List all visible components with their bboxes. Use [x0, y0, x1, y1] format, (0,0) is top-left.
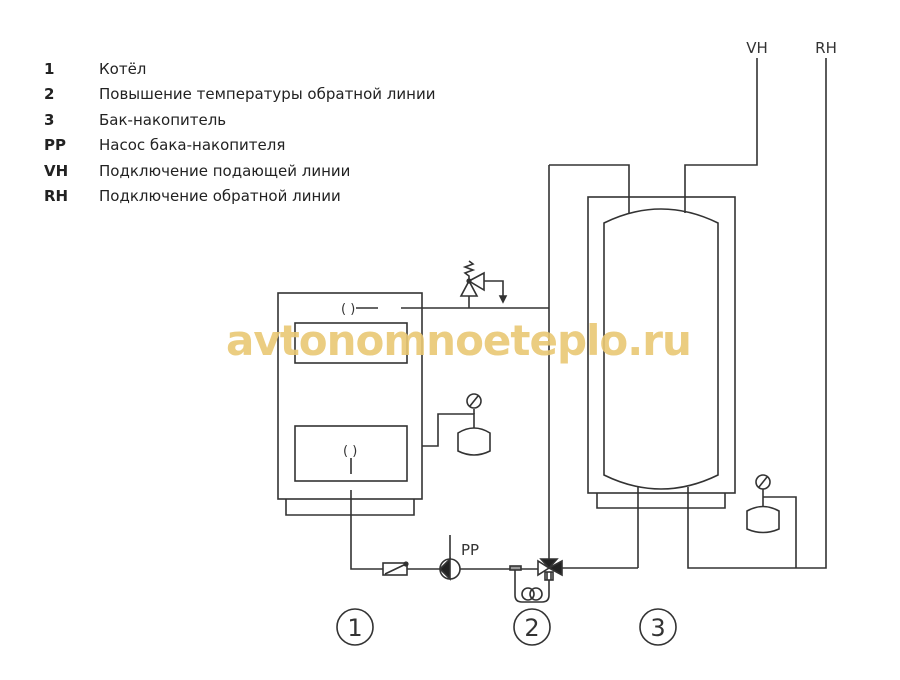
expansion-vessel-icon [422, 393, 491, 456]
legend-text: Подключение обратной линии [99, 187, 341, 206]
callout-3-label: 3 [650, 614, 665, 642]
legend-key: 2 [44, 85, 55, 104]
legend-text: Подключение подающей линии [99, 161, 351, 180]
vh-pipe [684, 58, 758, 213]
safety-valve-icon [459, 260, 508, 308]
vh-label: VH [746, 39, 768, 57]
return-pipe [350, 490, 383, 570]
callout-2 [513, 608, 551, 646]
legend-item: 1 Котёл [44, 56, 435, 82]
legend-key: VH [44, 161, 69, 180]
legend-item: VH Подключение подающей линии [44, 158, 435, 184]
pump-icon [438, 535, 461, 581]
legend-text: Котёл [99, 59, 147, 78]
legend: 1 Котёл 2 Повышение температуры обратной л… [44, 56, 435, 209]
check-valve-icon [382, 561, 409, 576]
legend-key: RH [44, 187, 69, 206]
legend-key: PP [44, 136, 66, 155]
callout-3 [639, 608, 677, 646]
legend-key: 1 [44, 59, 55, 78]
filter-icon [509, 565, 522, 571]
legend-item: RH Подключение обратной линии [44, 184, 435, 210]
callout-1 [336, 608, 374, 646]
svg-text:( ): ( ) [343, 444, 357, 459]
three-way-valve-icon [537, 558, 563, 581]
bypass-loop [514, 570, 550, 603]
watermark: avtonomnoeteplo.ru [226, 316, 692, 365]
tank-expansion-vessel-icon [746, 474, 797, 568]
legend-item: 2 Повышение температуры обратной линии [44, 82, 435, 108]
rh-pipe [687, 58, 827, 569]
legend-text: Повышение температуры обратной линии [99, 85, 436, 104]
legend-text: Насос бака-накопителя [99, 136, 286, 155]
legend-item: PP Насос бака-накопителя [44, 133, 435, 159]
boiler: ( ) ( ) [277, 292, 423, 516]
svg-text:( ): ( ) [341, 302, 355, 317]
legend-item: 3 Бак-накопитель [44, 107, 435, 133]
legend-key: 3 [44, 110, 55, 129]
rh-label: RH [815, 39, 837, 57]
callout-2-label: 2 [524, 614, 539, 642]
legend-text: Бак-накопитель [99, 110, 227, 129]
buffer-tank [587, 196, 736, 509]
pp-label: PP [461, 541, 479, 559]
callout-1-label: 1 [347, 614, 362, 642]
